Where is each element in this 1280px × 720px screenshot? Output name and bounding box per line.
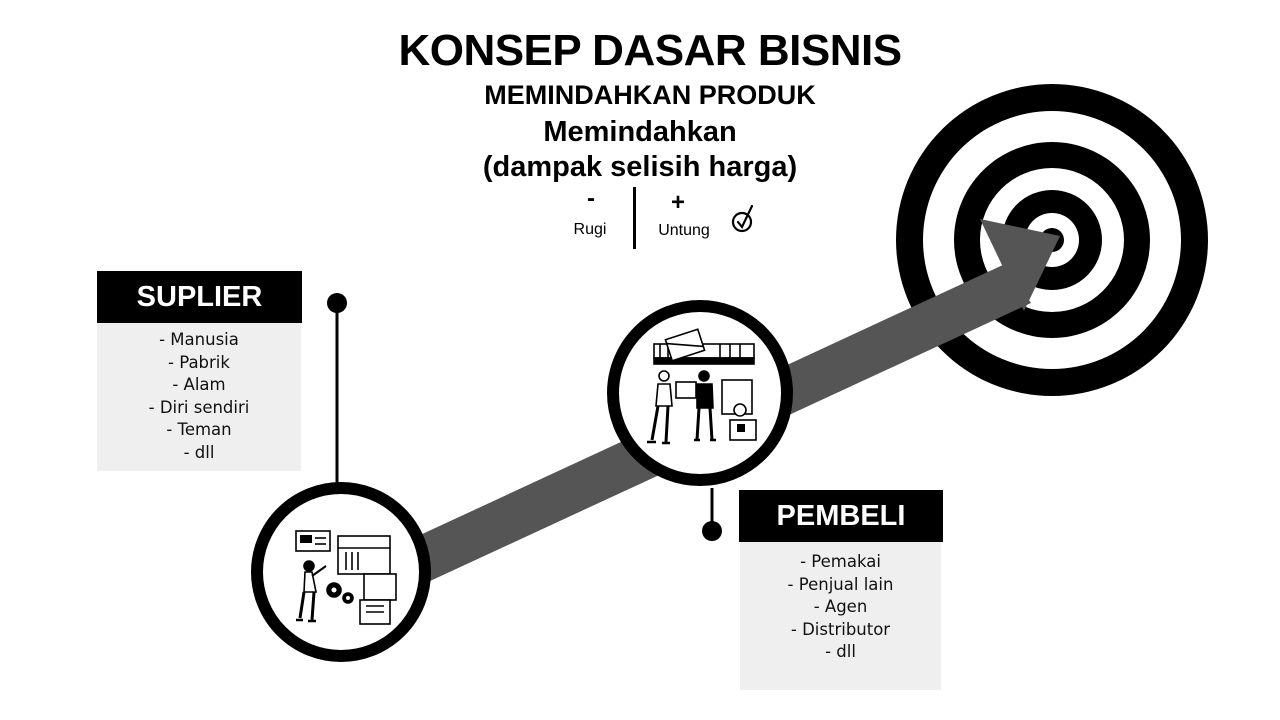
pembeli-item: - dll	[825, 642, 856, 661]
page-subtitle: MEMINDAHKAN PRODUK	[484, 80, 816, 110]
pembeli-connector	[702, 488, 722, 541]
suplier-list: - Manusia - Pabrik - Alam - Diri sendiri…	[97, 323, 301, 471]
concept-heading: Memindahkan	[543, 116, 737, 148]
untung-label: Untung	[658, 222, 710, 239]
delivery-people-icon	[647, 328, 757, 445]
suplier-item: - Pabrik	[168, 352, 230, 372]
suplier-item: - Manusia	[159, 330, 239, 349]
pembeli-item: - Penjual lain	[787, 574, 894, 594]
profit-loss-divider	[633, 187, 636, 249]
suplier-item: - Diri sendiri	[148, 397, 250, 417]
plus-sign: +	[670, 189, 685, 216]
page-title: KONSEP DASAR BISNIS	[398, 26, 902, 75]
pembeli-header: PEMBELI	[739, 490, 943, 542]
warehouse-worker-icon	[295, 530, 397, 625]
supplier-circle	[251, 482, 431, 662]
suplier-item: - dll	[183, 442, 215, 462]
suplier-item: - Alam	[172, 375, 226, 394]
rugi-label: Rugi	[573, 221, 607, 238]
suplier-connector	[327, 293, 347, 488]
delivery-circle	[607, 300, 793, 486]
pembeli-list: - Pemakai - Penjual lain - Agen - Distri…	[740, 542, 941, 690]
check-icon	[731, 204, 754, 233]
suplier-header: SUPLIER	[97, 271, 302, 323]
minus-sign: -	[587, 185, 595, 212]
pembeli-item: - Agen	[813, 597, 868, 616]
pembeli-title: PEMBELI	[776, 499, 906, 532]
pembeli-item: - Distributor	[790, 619, 891, 639]
concept-subheading: (dampak selisih harga)	[482, 151, 798, 183]
suplier-title: SUPLIER	[136, 280, 263, 313]
suplier-item: - Teman	[166, 420, 232, 439]
pembeli-item: - Pemakai	[800, 552, 881, 571]
